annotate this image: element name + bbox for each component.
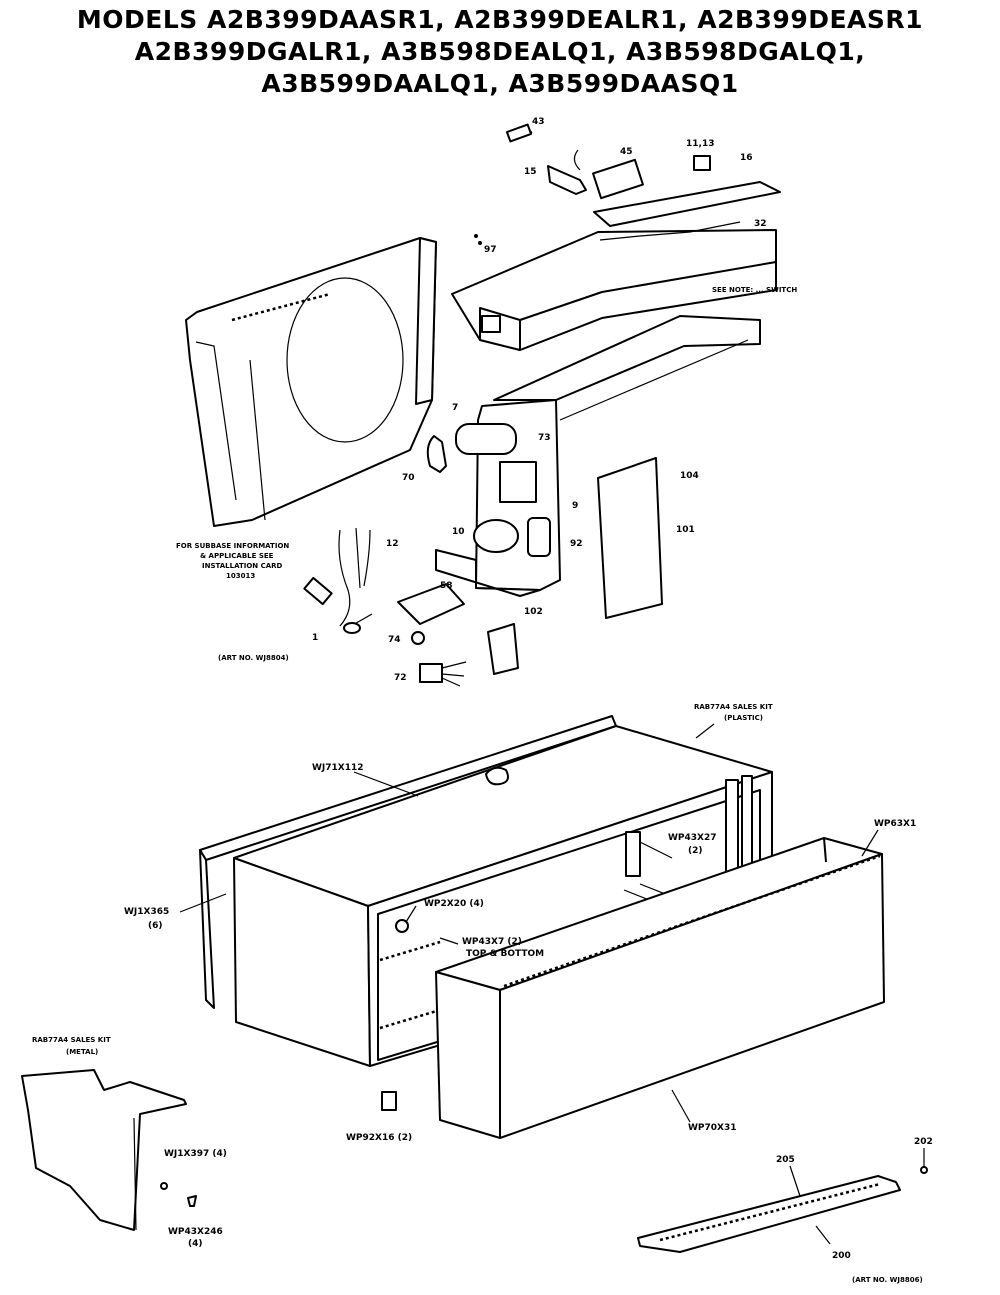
clip (381, 1091, 397, 1111)
callout-wp43x7: WP43X7 (2) (462, 937, 522, 947)
callout-7: 7 (452, 403, 458, 413)
callout-73: 73 (538, 433, 551, 443)
callout-92: 92 (570, 539, 583, 549)
terminal-block (419, 661, 467, 687)
title-line-1: MODELS A2B399DAASR1, A2B399DEALR1, A2B39… (76, 5, 924, 34)
callout-rab-metal-line-1: RAB77A4 SALES KIT (32, 1036, 111, 1044)
access-panel (597, 457, 663, 619)
info-note-line-4: 103013 (226, 572, 255, 580)
callout-45: 45 (620, 147, 633, 157)
callout-wp43x246: WP43X246 (168, 1227, 223, 1237)
callout-10: 10 (452, 527, 465, 537)
callout-72: 72 (394, 673, 407, 683)
callout-102: 102 (524, 607, 543, 617)
power-cord (303, 527, 373, 634)
motor (473, 517, 551, 557)
callout-top-bottom: TOP & BOTTOM (466, 949, 544, 959)
callout-wj1x365: WJ1X365 (124, 907, 169, 917)
interior-bracket (395, 831, 641, 933)
callout-wj71x112: WJ71X112 (312, 763, 364, 773)
callout-rab-plastic-line-1: RAB77A4 SALES KIT (694, 703, 773, 711)
switch-note: SEE NOTE: ... SWITCH (712, 286, 797, 294)
callout-wp70x31: WP70X31 (688, 1123, 737, 1133)
upper-art-number: (ART NO. WJ8804) (218, 654, 289, 662)
callout-wp2x20: WP2X20 (4) (424, 899, 484, 909)
callout-74: 74 (388, 635, 401, 645)
callout-15: 15 (524, 167, 537, 177)
metal-sales-kit (21, 1069, 197, 1231)
callout-11-13: 11,13 (686, 139, 714, 149)
base-plate (397, 583, 465, 645)
lower-art-number: (ART NO. WJ8806) (852, 1276, 923, 1284)
callout-32: 32 (754, 219, 767, 229)
callout-43: 43 (532, 117, 545, 127)
capacitor (426, 423, 517, 473)
lower-assembly: RAB77A4 SALES KIT (PLASTIC) WJ71X112 WP6… (21, 703, 933, 1284)
top-small-parts (505, 123, 711, 200)
bottom-trim (637, 1148, 928, 1253)
callout-wj1x365-qty: (6) (148, 921, 163, 931)
title-line-3: A3B599DAALQ1, A3B599DAASQ1 (261, 69, 739, 98)
callout-wp92x16: WP92X16 (2) (346, 1133, 412, 1143)
callout-12: 12 (386, 539, 399, 549)
callout-wp43x27-qty: (2) (688, 846, 703, 856)
callout-97: 97 (484, 245, 497, 255)
callout-wp43x27: WP43X27 (668, 833, 717, 843)
callout-58: 58 (440, 581, 453, 591)
front-panel (435, 837, 885, 1139)
callout-rab-plastic-line-2: (PLASTIC) (724, 714, 763, 722)
leader-lines (179, 723, 879, 1245)
control-box (451, 181, 781, 351)
switch-bracket (487, 623, 519, 675)
upper-assembly: 43 15 45 11,13 16 32 97 7 70 73 9 104 10… (176, 117, 797, 687)
callout-101: 101 (676, 525, 695, 535)
info-note-line-2: & APPLICABLE SEE (200, 552, 274, 560)
info-note-line-3: INSTALLATION CARD (202, 562, 283, 570)
callout-rab-metal-line-2: (METAL) (66, 1048, 98, 1056)
callout-200: 200 (832, 1251, 851, 1261)
callout-205: 205 (776, 1155, 795, 1165)
callout-wp63x1: WP63X1 (874, 819, 916, 829)
callout-wp43x246-qty: (4) (188, 1239, 203, 1249)
info-note-line-1: FOR SUBBASE INFORMATION (176, 542, 289, 550)
callout-1: 1 (312, 633, 318, 643)
callout-9: 9 (572, 501, 578, 511)
callout-202: 202 (914, 1137, 933, 1147)
fan-shroud-panel (185, 237, 437, 527)
callout-70: 70 (402, 473, 415, 483)
callout-16: 16 (740, 153, 753, 163)
callout-104: 104 (680, 471, 699, 481)
callout-wj1x397: WJ1X397 (4) (164, 1149, 227, 1159)
title-line-2: A2B399DGALR1, A3B598DEALQ1, A3B598DGALQ1… (134, 37, 866, 66)
